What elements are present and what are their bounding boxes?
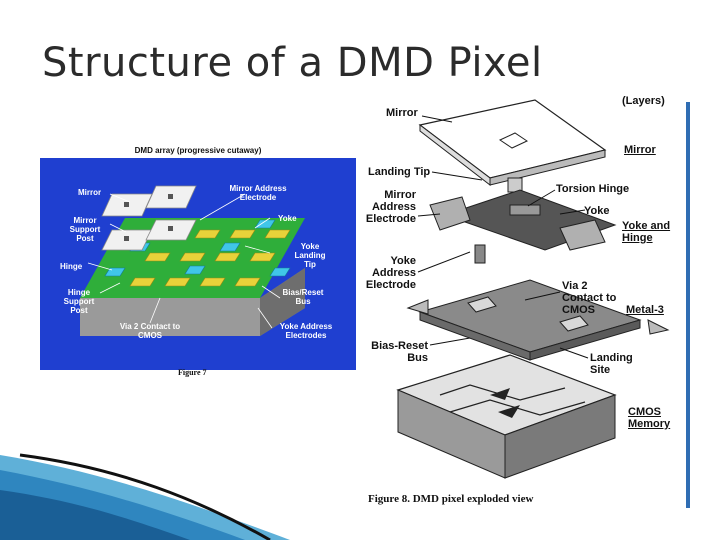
layer-label-yoke-hinge: Yoke and Hinge	[622, 220, 671, 244]
fig7-label-yoke-address-electrodes: Yoke Address Electrodes	[279, 322, 333, 340]
layer-label-mirror: Mirror	[624, 144, 656, 156]
fig8-label-bias-reset-bus: Bias-Reset Bus	[371, 340, 428, 364]
figure-8-caption: Figure 8. DMD pixel exploded view	[368, 493, 534, 505]
fig7-label-hinge-support-post: Hinge Support Post	[63, 288, 95, 315]
metal3-layer-shape	[406, 279, 670, 361]
fig8-label-via2: Via 2 Contact to CMOS	[562, 280, 617, 316]
fig8-label-landing-site: Landing Site	[590, 352, 633, 376]
slide-title: Structure of a DMD Pixel	[42, 40, 543, 86]
fig7-label-via2: Via 2 Contact to CMOS	[119, 322, 181, 340]
fig8-label-landing-tip: Landing Tip	[368, 166, 431, 178]
fig7-label-mirror: Mirror	[78, 188, 102, 197]
fig7-label-mirror-address-electrode: Mirror Address Electrode	[229, 184, 287, 202]
fig8-label-yoke-address-electrode: Yoke Address Electrode	[365, 255, 416, 291]
yoke-hinge-layer-shape	[429, 189, 617, 264]
fig8-label-yoke: Yoke	[584, 205, 610, 217]
layers-heading: (Layers)	[622, 95, 665, 107]
mirror-layer-shape	[418, 99, 607, 193]
layer-label-cmos: CMOS Memory	[628, 406, 671, 430]
layer-label-metal3: Metal-3	[626, 304, 664, 316]
figure-7-caption: Figure 7	[178, 368, 207, 377]
fig7-label-bias-reset-bus: Bias/Reset Bus	[282, 288, 324, 306]
figure-7-top-caption: DMD array (progressive cutaway)	[134, 146, 262, 155]
figure-7-dmd-array: DMD array (progressive cutaway)	[40, 146, 356, 382]
fig7-label-hinge: Hinge	[60, 262, 83, 271]
fig8-label-mirror: Mirror	[386, 107, 418, 119]
fig8-label-mirror-address-electrode: Mirror Address Electrode	[365, 189, 416, 225]
fig7-label-yoke: Yoke	[278, 214, 297, 223]
fig7-label-yoke-landing-tip: Yoke Landing Tip	[294, 242, 326, 269]
figure-7-panel: Mirror Mirror Support Post Hinge Hinge S…	[40, 158, 356, 370]
cmos-layer-shape	[396, 354, 617, 479]
dmd-array-illustration	[80, 185, 305, 336]
fig8-label-torsion-hinge: Torsion Hinge	[556, 183, 630, 195]
fig7-label-mirror-support-post: Mirror Support Post	[69, 216, 101, 243]
accent-vertical-bar	[686, 102, 690, 508]
